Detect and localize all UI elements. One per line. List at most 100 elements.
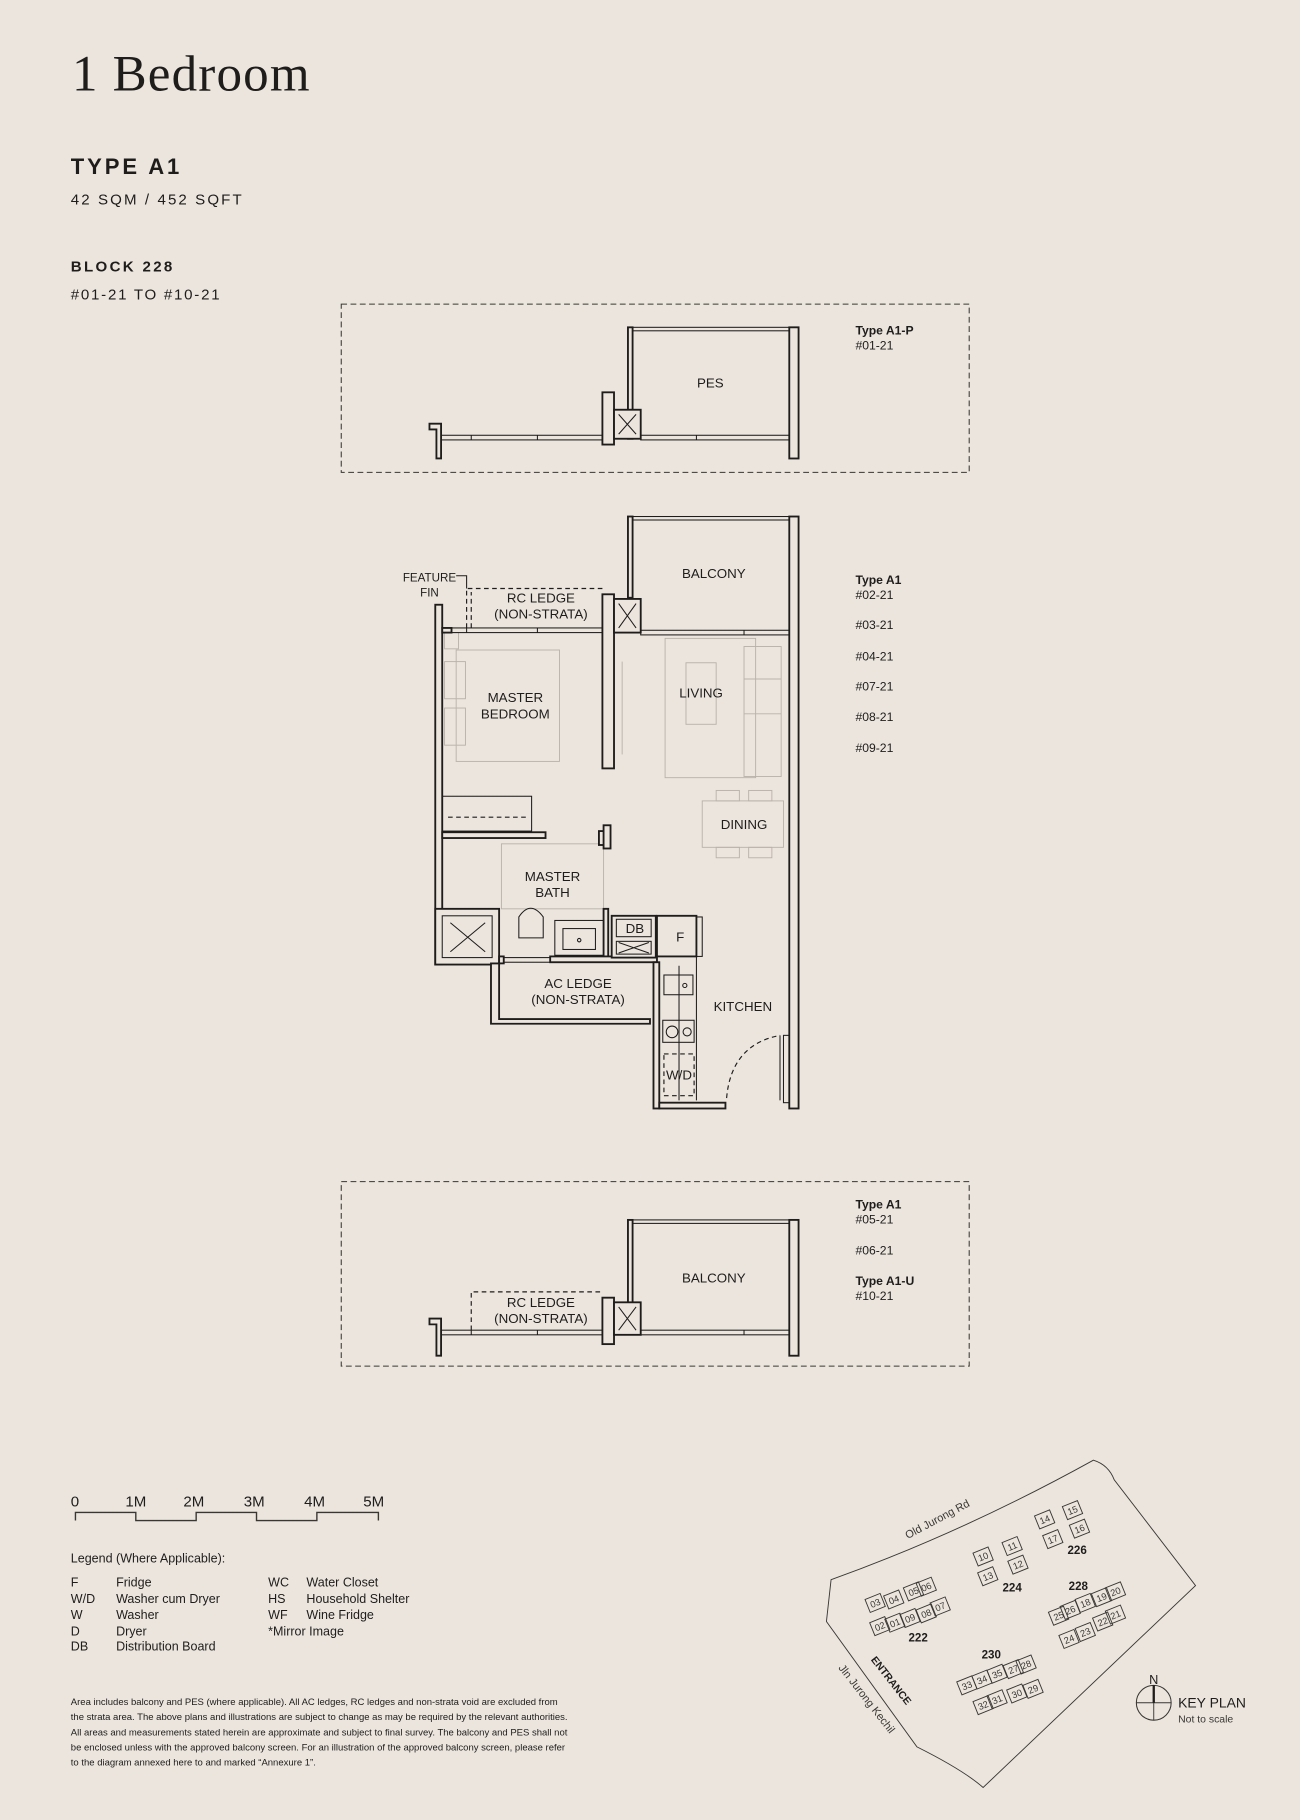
unit-number-label: 17 bbox=[1046, 1533, 1059, 1546]
disclaimer-line: to the diagram annexed here to and marke… bbox=[71, 1757, 316, 1768]
unit-number-label: 10 bbox=[977, 1550, 990, 1563]
unit-number-label: 25 bbox=[1052, 1610, 1065, 1623]
unit-footprint bbox=[884, 1612, 906, 1633]
key-plan-title: KEY PLAN bbox=[1178, 1694, 1246, 1710]
feature-fin-label-2: FIN bbox=[420, 587, 439, 600]
scale-label: 4M bbox=[304, 1494, 325, 1511]
key-plan-unit: 13 bbox=[977, 1566, 999, 1587]
unit-footprint bbox=[1042, 1529, 1064, 1550]
unit-number: #05-21 bbox=[855, 1212, 893, 1226]
room-label-master-bath: MASTER bbox=[525, 869, 581, 884]
key-plan-unit: 09 bbox=[899, 1607, 921, 1629]
key-plan-unit: 07 bbox=[929, 1596, 951, 1617]
key-plan-unit: 20 bbox=[1104, 1581, 1127, 1602]
key-plan-unit: 17 bbox=[1042, 1529, 1064, 1550]
unit-number: #04-21 bbox=[855, 649, 893, 663]
plan-type-a1-p: PES Type A1-P #01-21 bbox=[340, 303, 970, 473]
key-plan-unit: 03 bbox=[864, 1592, 886, 1614]
room-label-balcony: BALCONY bbox=[682, 1271, 746, 1286]
unit-number-label: 18 bbox=[1079, 1597, 1092, 1610]
unit-number: #10-21 bbox=[855, 1289, 893, 1303]
key-plan-unit: 14 bbox=[1033, 1509, 1056, 1530]
unit-footprint bbox=[1022, 1678, 1044, 1699]
unit-footprint bbox=[1059, 1599, 1081, 1621]
unit-footprint bbox=[902, 1581, 925, 1602]
type-label: Type A1 bbox=[855, 573, 901, 587]
legend-abbr: HS bbox=[268, 1592, 285, 1606]
unit-footprint bbox=[1001, 1535, 1023, 1557]
room-label-rc-ledge-2: (NON-STRATA) bbox=[494, 1311, 588, 1326]
unit-number-label: 19 bbox=[1095, 1591, 1108, 1604]
key-plan-unit: 27 bbox=[1002, 1659, 1025, 1680]
room-label-balcony: BALCONY bbox=[682, 566, 746, 581]
legend-abbr: W/D bbox=[71, 1592, 95, 1606]
key-plan-unit: 12 bbox=[1007, 1554, 1029, 1575]
legend-desc: Water Closet bbox=[306, 1576, 378, 1590]
legend-desc: Washer cum Dryer bbox=[116, 1592, 220, 1606]
legend-desc: Fridge bbox=[116, 1576, 152, 1590]
legend-abbr: DB bbox=[71, 1640, 88, 1654]
legend-abbr: D bbox=[71, 1624, 80, 1638]
unit-footprint bbox=[1006, 1683, 1028, 1704]
unit-number: #08-21 bbox=[855, 710, 893, 724]
room-label-living: LIVING bbox=[679, 686, 723, 701]
room-label-master-bath-2: BATH bbox=[535, 885, 570, 900]
unit-footprint bbox=[986, 1663, 1008, 1684]
plan-type-a1: BALCONY FEATURE FIN RC LEDGE (NON-STRATA… bbox=[403, 515, 902, 1110]
highlighted-unit bbox=[1104, 1604, 1127, 1625]
legend-desc: Wine Fridge bbox=[306, 1608, 374, 1622]
room-label-ac-ledge-2: (NON-STRATA) bbox=[531, 992, 625, 1007]
unit-number-label: 35 bbox=[991, 1668, 1004, 1681]
unit-footprint bbox=[1002, 1659, 1025, 1680]
feature-fin-label: FEATURE bbox=[403, 572, 457, 585]
key-plan-unit: 30 bbox=[1006, 1683, 1028, 1704]
key-plan-unit: 11 bbox=[1001, 1535, 1023, 1557]
key-plan-unit: 23 bbox=[1074, 1621, 1097, 1643]
unit-number-label: 22 bbox=[1096, 1615, 1109, 1628]
legend-title: Legend (Where Applicable): bbox=[71, 1551, 225, 1565]
unit-number-label: 31 bbox=[991, 1693, 1004, 1706]
unit-footprint bbox=[883, 1589, 905, 1610]
key-plan-unit: 06 bbox=[915, 1576, 937, 1597]
unit-number: #07-21 bbox=[855, 680, 893, 694]
key-plan-unit: 25 bbox=[1047, 1605, 1070, 1626]
unit-number: #06-21 bbox=[855, 1244, 893, 1258]
disclaimer-line: be enclosed unless with the approved bal… bbox=[71, 1742, 565, 1753]
unit-footprint bbox=[1090, 1587, 1113, 1608]
unit-footprint bbox=[1033, 1509, 1056, 1530]
scale-label: 5M bbox=[363, 1494, 384, 1511]
disclaimer-line: All areas and measurements stated herein… bbox=[71, 1727, 568, 1738]
key-plan-unit: 26 bbox=[1059, 1599, 1081, 1621]
key-plan-unit: 32 bbox=[972, 1694, 994, 1716]
type-label: Type A1-P bbox=[855, 323, 913, 337]
key-plan-unit: 19 bbox=[1090, 1587, 1113, 1608]
key-plan-unit: 04 bbox=[883, 1589, 905, 1610]
unit-number: #02-21 bbox=[855, 588, 893, 602]
unit-number-label: 09 bbox=[904, 1612, 917, 1625]
key-plan-unit: 29 bbox=[1022, 1678, 1044, 1699]
scale-label: 3M bbox=[244, 1494, 265, 1511]
block-label: 228 bbox=[1069, 1580, 1089, 1593]
type-label: Type A1-U bbox=[855, 1274, 914, 1288]
unit-number-label: 30 bbox=[1010, 1687, 1023, 1700]
unit-type: TYPE A1 bbox=[71, 154, 182, 179]
key-plan-unit: 05 bbox=[902, 1581, 925, 1602]
legend-desc: Household Shelter bbox=[306, 1592, 409, 1606]
north-label: N bbox=[1149, 1672, 1158, 1687]
unit-number-label: 04 bbox=[887, 1593, 900, 1606]
unit-number-label: 28 bbox=[1020, 1658, 1033, 1671]
unit-footprint bbox=[1015, 1654, 1037, 1675]
key-plan-unit: 31 bbox=[986, 1689, 1008, 1710]
unit-footprint bbox=[1074, 1621, 1097, 1643]
page-title: 1 Bedroom bbox=[72, 46, 311, 103]
room-label-kitchen: KITCHEN bbox=[714, 999, 773, 1014]
key-plan-unit: 01 bbox=[884, 1612, 906, 1633]
unit-footprint bbox=[1007, 1554, 1029, 1575]
key-plan-unit: 02 bbox=[869, 1616, 891, 1637]
legend-abbr: W bbox=[71, 1608, 83, 1622]
unit-number-label: 08 bbox=[920, 1607, 933, 1620]
key-plan-unit: 16 bbox=[1068, 1518, 1091, 1539]
unit-footprint bbox=[1061, 1499, 1084, 1521]
legend-desc: Dryer bbox=[116, 1624, 147, 1638]
